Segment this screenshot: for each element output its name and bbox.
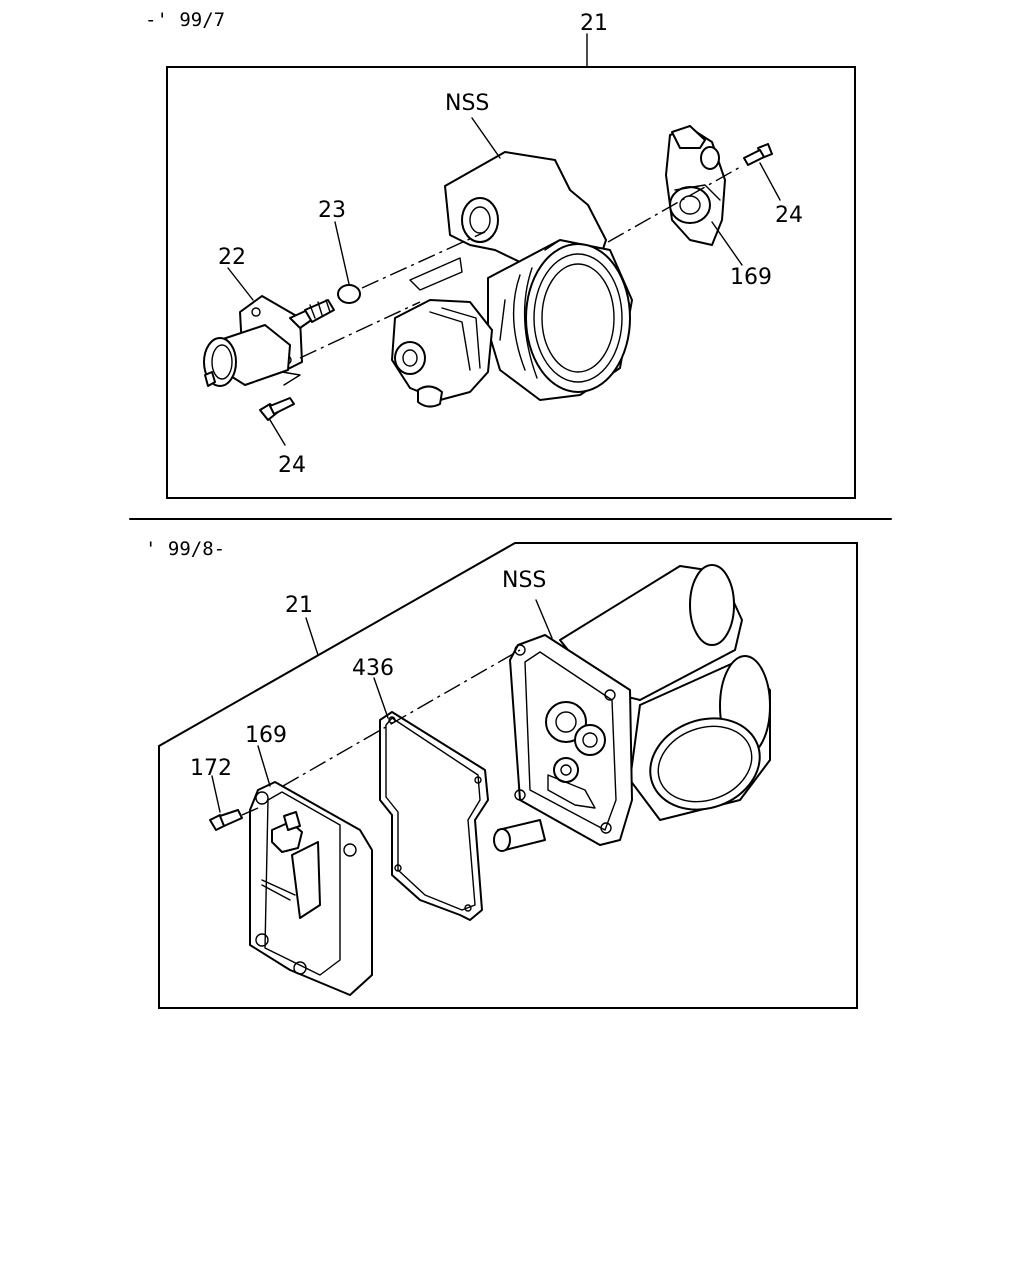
section-early-header: -' 99/7 <box>145 9 225 31</box>
assembly-frame-late <box>158 542 858 1009</box>
label-sensor-early: 169 <box>730 265 772 290</box>
label-nss-late: NSS <box>502 568 546 593</box>
leader-assembly-late <box>305 617 319 656</box>
leader-oring <box>334 221 350 285</box>
throttle-body-late <box>493 564 771 852</box>
label-nss-early: NSS <box>445 91 489 116</box>
assembly-frame-early <box>166 66 856 499</box>
label-oring: 23 <box>318 198 346 223</box>
label-screw-late: 172 <box>190 756 232 781</box>
centerline-oring <box>361 231 486 289</box>
throttle-body-early <box>391 151 633 408</box>
leader-nss-early <box>471 117 501 159</box>
screw-upper-early <box>743 143 773 166</box>
idle-air-control-valve <box>203 295 335 387</box>
leader-sensor-early <box>711 221 743 266</box>
centerline-late-top <box>282 649 521 787</box>
centerline-screw-lower <box>281 371 301 386</box>
centerline-sensor <box>607 165 743 243</box>
leader-sensor-late <box>257 745 271 787</box>
label-iac: 22 <box>218 245 246 270</box>
leader-screw-lower-early <box>269 419 286 446</box>
centerline-iac <box>299 301 421 359</box>
section-late-header: ' 99/8- <box>145 538 225 560</box>
throttle-position-sensor-late <box>249 781 373 996</box>
label-assembly-late: 21 <box>285 593 313 618</box>
section-late: ' 99/8- 21 <box>145 538 858 1009</box>
section-early: -' 99/7 21 NSS 23 <box>145 9 856 499</box>
gasket <box>379 711 489 921</box>
o-ring <box>337 284 361 304</box>
screw-lower-early <box>259 397 295 421</box>
centerline-late-screw <box>241 807 259 816</box>
leader-screw-upper-early <box>759 162 781 201</box>
leader-nss-late <box>535 599 553 639</box>
throttle-position-sensor-early <box>665 125 726 246</box>
label-sensor-late: 169 <box>245 723 287 748</box>
label-screw-upper-early: 24 <box>775 203 803 228</box>
leader-iac <box>227 267 254 301</box>
label-gasket: 436 <box>352 656 394 681</box>
leader-screw-late <box>211 775 221 813</box>
screw-late <box>209 809 243 831</box>
label-assembly-early: 21 <box>580 11 608 36</box>
label-screw-lower-early: 24 <box>278 453 306 478</box>
leader-gasket <box>373 677 389 719</box>
